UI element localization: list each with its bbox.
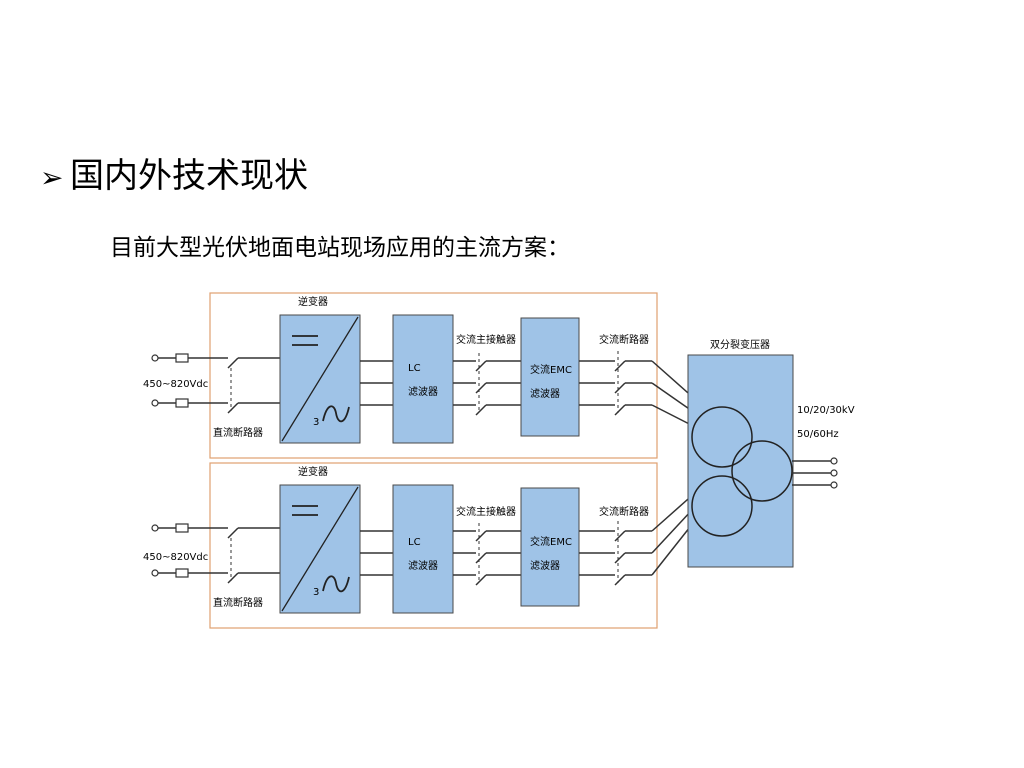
- dc-input-label: 450~820Vdc: [143, 379, 208, 390]
- lc-filter-label-1: LC: [408, 537, 421, 548]
- transformer-windings-icon: [691, 406, 793, 537]
- inverter-branch-bottom: 逆变器 450~820Vdc 直流断路器 3 LC 滤波器 交流主接触器 交流E…: [143, 465, 653, 614]
- branch-frame-bottom: [209, 462, 658, 629]
- lc-filter-label-1: LC: [408, 363, 421, 374]
- output-frequency-label: 50/60Hz: [797, 429, 839, 440]
- output-terminals: [792, 457, 838, 489]
- ac-breaker-label: 交流断路器: [599, 333, 649, 346]
- emc-filter-label-2: 滤波器: [530, 559, 560, 572]
- phase-count-label: 3: [313, 587, 319, 598]
- contactor-label: 交流主接触器: [456, 333, 516, 346]
- dc-input-label: 450~820Vdc: [143, 552, 208, 563]
- contactor-label: 交流主接触器: [456, 505, 516, 518]
- dc-breaker-label: 直流断路器: [213, 426, 263, 439]
- inverter-label: 逆变器: [298, 295, 328, 308]
- bullet-arrow-icon: ➢: [40, 161, 64, 194]
- section-heading: ➢国内外技术现状: [40, 148, 308, 197]
- subheading: 目前大型光伏地面电站现场应用的主流方案：: [110, 235, 570, 261]
- emc-filter-label-2: 滤波器: [530, 387, 560, 400]
- transformer-label: 双分裂变压器: [710, 338, 770, 351]
- heading-text: 国内外技术现状: [70, 156, 308, 196]
- dc-breaker-label: 直流断路器: [213, 596, 263, 609]
- output-voltage-label: 10/20/30kV: [797, 405, 855, 416]
- inverter-branch-top: 逆变器 450~820Vdc 直流断路器 3 LC 滤波器 交流主接触器 交流E…: [143, 295, 653, 444]
- emc-filter-label-1: 交流EMC: [530, 363, 572, 376]
- inverter-label: 逆变器: [298, 465, 328, 478]
- lc-filter-label-2: 滤波器: [408, 559, 438, 572]
- ac-breaker-label: 交流断路器: [599, 505, 649, 518]
- branch-frame-top: [209, 292, 658, 459]
- lc-filter-label-2: 滤波器: [408, 385, 438, 398]
- emc-filter-label-1: 交流EMC: [530, 535, 572, 548]
- phase-count-label: 3: [313, 417, 319, 428]
